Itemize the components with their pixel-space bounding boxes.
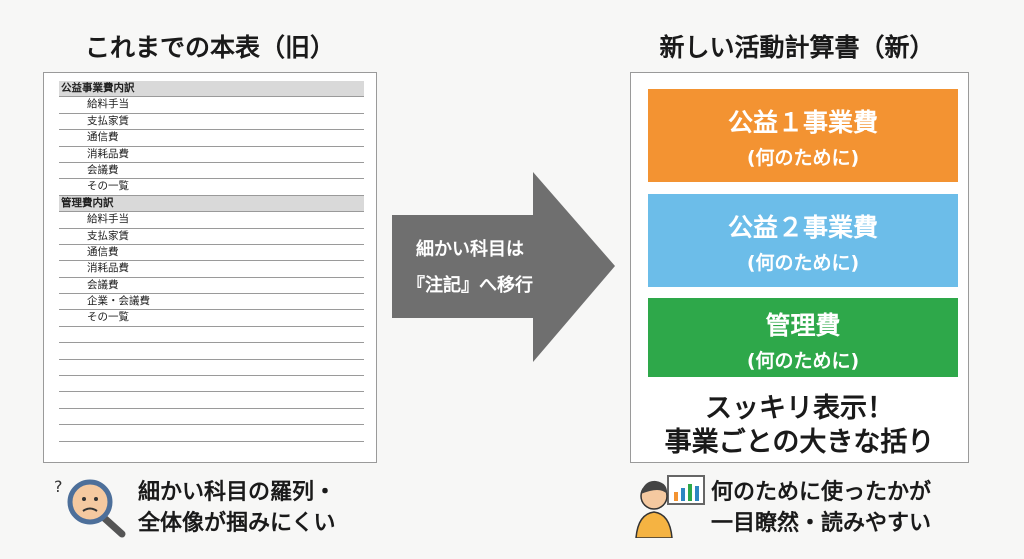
category-sub: (何のために) <box>746 350 860 372</box>
empty-row <box>59 360 364 377</box>
category-sub: (何のために) <box>746 252 860 274</box>
confused-magnifier-icon: ? <box>54 477 126 538</box>
account-row: 消耗品費 <box>59 147 364 163</box>
svg-text:?: ? <box>54 477 63 496</box>
old-caption-line-2: 全体像が掴みにくい <box>138 511 336 536</box>
empty-row <box>59 327 364 344</box>
empty-row <box>59 425 364 442</box>
account-row: 支払家賃 <box>59 229 364 245</box>
new-caption: 何のために使ったかが 一目瞭然・読みやすい <box>711 477 931 539</box>
account-row: 会議費 <box>59 163 364 180</box>
category-public-1: 公益１事業費 (何のために) <box>648 89 958 182</box>
section-header: 管理費内訳 <box>59 195 364 213</box>
account-row: 支払家賃 <box>59 114 364 131</box>
summary-line-1: スッキリ表示！ <box>705 393 894 424</box>
summary-line-2: 事業ごとの大きな括り <box>664 427 935 458</box>
category-admin: 管理費 (何のために) <box>648 298 958 377</box>
new-statement-document: 公益１事業費 (何のために) 公益２事業費 (何のために) 管理費 (何のために… <box>630 72 969 463</box>
account-row: 給料手当 <box>59 212 364 229</box>
account-row: その一覧 <box>59 310 364 327</box>
category-public-2: 公益２事業費 (何のために) <box>648 194 958 287</box>
arrow-line-2: 『注記』へ移行 <box>407 275 533 296</box>
account-row: 会議費 <box>59 278 364 295</box>
account-row: 企業・会議費 <box>59 294 364 311</box>
empty-row <box>59 343 364 360</box>
category-name: 公益２事業費 <box>727 213 878 242</box>
account-row: その一覧 <box>59 179 364 196</box>
category-name: 公益１事業費 <box>727 108 878 137</box>
account-row: 通信費 <box>59 245 364 262</box>
new-caption-line-2: 一目瞭然・読みやすい <box>711 511 932 536</box>
account-row: 給料手当 <box>59 97 364 114</box>
right-arrow-icon <box>392 172 615 362</box>
old-caption: 細かい科目の羅列・ 全体像が掴みにくい <box>138 477 336 539</box>
account-row: 消耗品費 <box>59 261 364 278</box>
new-title: 新しい活動計算書（新） <box>659 33 935 62</box>
empty-row <box>59 409 364 426</box>
empty-row <box>59 376 364 393</box>
arrow-label: 細かい科目は 『注記』へ移行 <box>395 232 545 304</box>
category-sub: (何のために) <box>746 147 860 169</box>
person-with-chart-icon <box>635 475 705 538</box>
old-title: これまでの本表（旧） <box>84 33 335 62</box>
account-row: 通信費 <box>59 130 364 147</box>
arrow-line-1: 細かい科目は <box>416 239 524 260</box>
section-header: 公益事業費内訳 <box>59 81 364 98</box>
category-name: 管理費 <box>765 311 841 340</box>
old-statement-document: 公益事業費内訳給料手当支払家賃通信費消耗品費会議費その一覧管理費内訳給料手当支払… <box>43 72 377 463</box>
old-caption-line-1: 細かい科目の羅列・ <box>138 480 337 505</box>
empty-row <box>59 392 364 409</box>
new-caption-line-1: 何のために使ったかが <box>711 480 932 505</box>
